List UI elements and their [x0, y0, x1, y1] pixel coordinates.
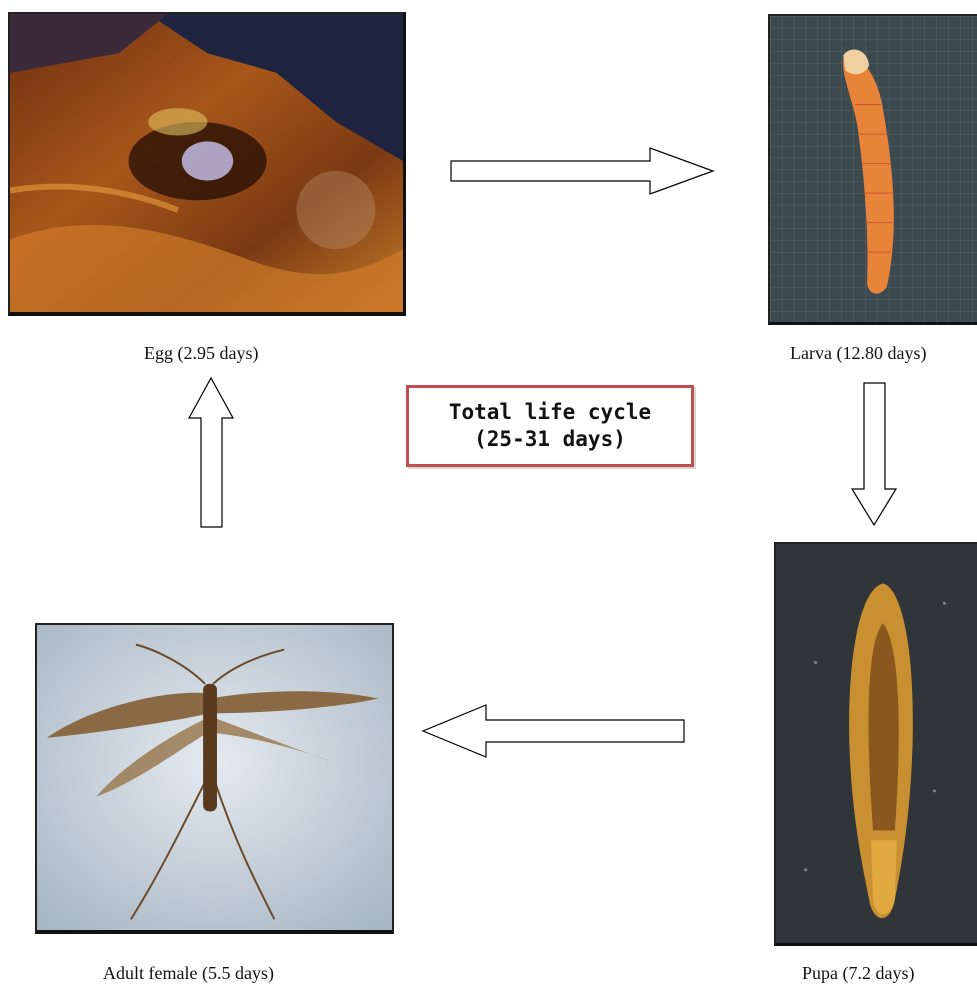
arrow-right-icon: [451, 148, 713, 194]
arrow-up-icon: [189, 378, 233, 527]
arrow-down-icon: [852, 383, 896, 525]
arrow-left-icon: [423, 705, 684, 757]
